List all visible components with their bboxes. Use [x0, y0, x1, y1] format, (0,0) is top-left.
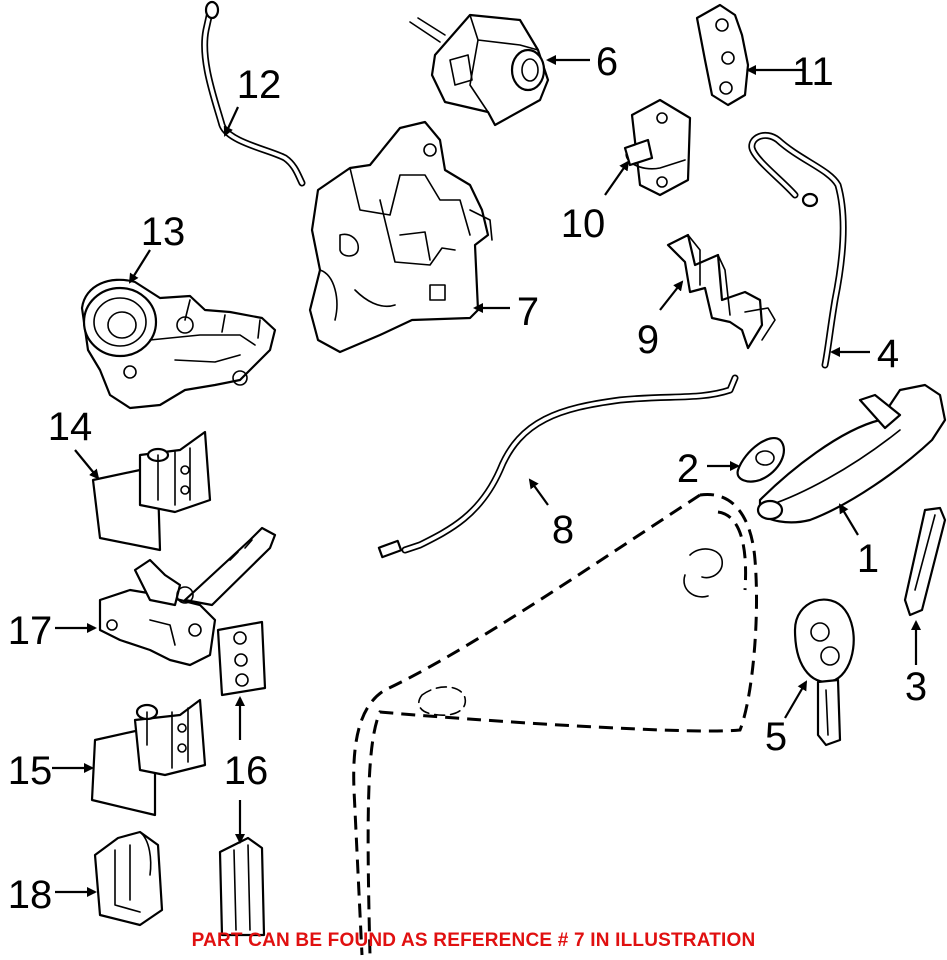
part-14-door-hinge	[91, 430, 212, 552]
callout-2: 2	[677, 447, 699, 491]
callout-13: 13	[141, 210, 186, 254]
callout-6: 6	[596, 40, 618, 84]
part-15-door-hinge	[90, 698, 207, 817]
reference-footnote: PART CAN BE FOUND AS REFERENCE # 7 IN IL…	[191, 930, 756, 951]
door-outline	[352, 492, 759, 956]
callout-18: 18	[8, 873, 53, 917]
callout-12: 12	[237, 63, 282, 107]
leader-arrows	[52, 55, 921, 897]
callout-8: 8	[552, 508, 574, 552]
part-1-door-handle	[756, 383, 947, 524]
part-3-trim	[903, 506, 947, 617]
callout-9: 9	[637, 318, 659, 362]
part-12-lock-rod	[201, 0, 306, 187]
part-10-striker	[623, 98, 692, 197]
callout-16: 16	[224, 749, 269, 793]
callout-17: 17	[8, 609, 53, 653]
part-16-strip	[218, 836, 266, 937]
part-11-striker-plate	[695, 3, 750, 107]
part-2-handle-cap	[736, 437, 786, 483]
part-6-lock-actuator	[409, 13, 550, 127]
part-13-lock-cylinder-housing	[80, 278, 277, 410]
callout-11: 11	[792, 50, 834, 94]
callout-1: 1	[857, 537, 879, 581]
part-16-hinge-plate	[216, 620, 267, 697]
part-17-door-check	[98, 526, 277, 667]
part-9-bracket	[666, 233, 776, 350]
part-4-cable	[748, 132, 847, 369]
callout-10: 10	[561, 202, 606, 246]
callout-15: 15	[8, 749, 53, 793]
callout-7: 7	[517, 290, 539, 334]
callout-labels: 1 2 3 4 5 6 7 8 9 10 11 12 13 14 15 16 1…	[8, 40, 927, 917]
part-18-cover	[93, 830, 164, 927]
callout-5: 5	[765, 715, 787, 759]
part-7-door-lock	[308, 120, 493, 354]
callout-14: 14	[48, 405, 93, 449]
part-5-remote-key	[793, 598, 855, 747]
part-8-cable	[377, 374, 739, 559]
callout-4: 4	[877, 332, 899, 376]
callout-3: 3	[905, 665, 927, 709]
